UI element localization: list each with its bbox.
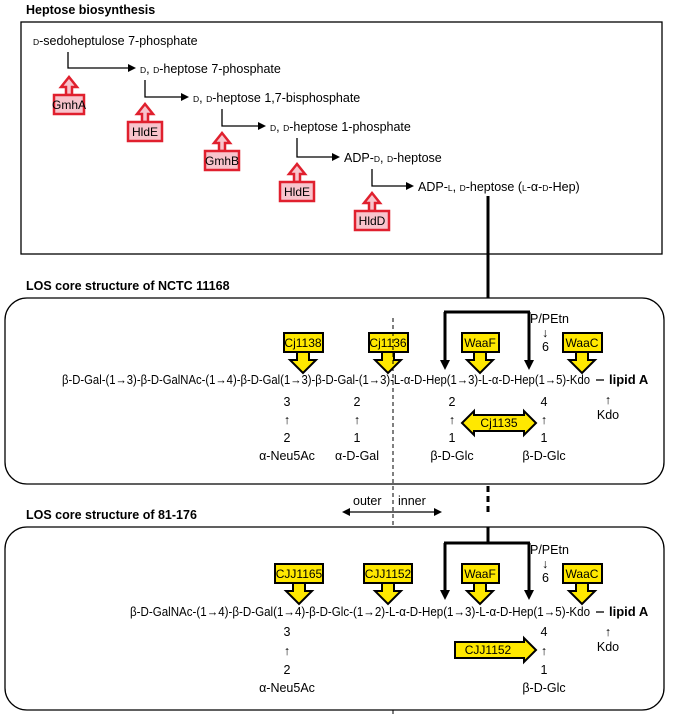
enzyme-gmhb: GmhB [203,130,241,172]
outer-label: outer [353,494,382,508]
svg-text:2: 2 [449,395,456,409]
svg-text:↑: ↑ [354,413,360,427]
enzyme-gmhb-box [203,149,241,172]
nctc-title: LOS core structure of NCTC 11168 [26,279,230,293]
nctc-branch-gal: 2 ↑ 1 α-D-Gal [335,395,379,463]
heptose-step-3: D, D-heptose 1-phosphate [270,120,411,134]
enzyme-hlde-2-label: HldE [284,185,310,199]
heptose-title: Heptose biosynthesis [26,3,155,17]
svg-text:4: 4 [541,625,548,639]
nctc-kdo-branch: Kdo [597,408,619,422]
s81-lipid-a: lipid A [609,604,649,619]
enzyme-hldd-box [353,209,391,232]
svg-text:↑: ↑ [449,413,455,427]
enzyme-waac-81: WaaC [562,563,603,606]
svg-text:1: 1 [449,431,456,445]
enzyme-cjj1165: CJJ1165 [274,563,324,606]
enzyme-waaf-81-label: WaaF [464,567,496,581]
s81-pe-label: P/PEtn [530,543,569,557]
svg-text:2: 2 [284,663,291,677]
enzyme-hlde-2-box [278,180,316,203]
enzyme-hldd-label: HldD [359,214,386,228]
heptose-frame [20,21,663,255]
enzyme-waac-nctc: WaaC [562,332,603,375]
enzyme-waac-nctc-label: WaaC [566,336,599,350]
enzyme-hlde-1-box [126,120,164,143]
s81-title: LOS core structure of 81-176 [26,508,197,522]
enzyme-waaf-nctc: WaaF [461,332,500,375]
s81-pe-arrow: ↓ [542,557,548,571]
enzyme-cjj1152-side: CJJ1152 [454,635,538,665]
enzyme-waaf-81: WaaF [461,563,500,606]
enzyme-gmha: GmhA [52,74,86,116]
enzyme-cj1135-label: Cj1135 [480,416,517,430]
svg-text:1: 1 [541,663,548,677]
svg-text:1: 1 [354,431,361,445]
enzyme-cj1138-label: Cj1138 [284,336,321,350]
enzyme-gmhb-label: GmhB [205,154,239,168]
enzyme-cjj1152-side-label: CJJ1152 [465,643,512,657]
enzyme-waac-81-label: WaaC [566,567,599,581]
svg-text:α-Neu5Ac: α-Neu5Ac [259,449,315,463]
heptose-step-1: D, D-heptose 7-phosphate [140,62,281,76]
heptose-step-0: D-sedoheptulose 7-phosphate [33,34,198,48]
svg-text:3: 3 [284,395,291,409]
svg-text:↑: ↑ [541,413,547,427]
s81-hep-bracket [440,527,534,600]
svg-text:4: 4 [541,395,548,409]
svg-text:↑: ↑ [284,413,290,427]
enzyme-hlde-2: HldE [278,161,316,203]
heptose-step-2: D, D-heptose 1,7-bisphosphate [193,91,360,105]
nctc-branch-neu5ac: 3 ↑ 2 α-Neu5Ac [259,395,315,463]
enzyme-cj1135: Cj1135 [460,408,538,438]
s81-branch-neu5ac: 3 ↑ 2 α-Neu5Ac [259,625,315,695]
heptose-step-5: ADP-L, D-heptose (L-α-D-Hep) [418,180,580,194]
svg-text:↑: ↑ [284,644,290,658]
svg-text:2: 2 [354,395,361,409]
enzyme-cjj1152-top: CJJ1152 [363,563,413,606]
outer-inner-arrow [342,508,442,516]
enzyme-hlde-1: HldE [126,101,164,143]
s81-chain: β-D-GalNAc-(1→4)-β-D-Gal(1→4)-β-D-Glc-(1… [130,605,590,619]
svg-text:3: 3 [284,625,291,639]
enzyme-cj1136: Cj1136 [368,332,409,375]
nctc-kdo-arrow: ↑ [605,393,611,407]
s81-kdo-arrow: ↑ [605,625,611,639]
nctc-hep-bracket [440,310,534,370]
svg-text:β-D-Glc: β-D-Glc [522,681,565,695]
nctc-pe-arrow: ↓ [542,326,548,340]
svg-text:α-Neu5Ac: α-Neu5Ac [259,681,315,695]
s81-kdo-branch: Kdo [597,640,619,654]
enzyme-gmha-box [52,93,86,116]
s81-branch-glc: 4 ↑ 1 β-D-Glc [522,625,565,695]
enzyme-cjj1165-label: CJJ1165 [276,567,323,581]
svg-text:α-D-Gal: α-D-Gal [335,449,379,463]
nctc-branch-glc-2: 4 ↑ 1 β-D-Glc [522,395,565,463]
svg-text:β-D-Glc: β-D-Glc [430,449,473,463]
heptose-step-4: ADP-D, D-heptose [344,151,442,165]
nctc-chain: β-D-Gal-(1→3)-β-D-GalNAc-(1→4)-β-D-Gal(1… [62,373,590,387]
enzyme-cj1138: Cj1138 [283,332,324,375]
svg-text:↑: ↑ [541,644,547,658]
inner-label: inner [398,494,426,508]
enzyme-hlde-1-label: HldE [132,125,158,139]
enzyme-waaf-nctc-label: WaaF [464,336,496,350]
nctc-branch-glc-1: 2 ↑ 1 β-D-Glc [430,395,473,463]
enzyme-hldd: HldD [353,190,391,232]
nctc-pe-position: 6 [542,340,549,354]
nctc-lipid-a: lipid A [609,372,649,387]
enzyme-gmha-label: GmhA [52,98,86,112]
enzyme-cj1136-label: Cj1136 [369,336,406,350]
nctc-pe-label: P/PEtn [530,312,569,326]
enzyme-cjj1152-top-label: CJJ1152 [365,567,412,581]
svg-text:1: 1 [541,431,548,445]
svg-text:β-D-Glc: β-D-Glc [522,449,565,463]
heptose-step-arrows [67,52,414,190]
svg-text:2: 2 [284,431,291,445]
s81-pe-position: 6 [542,571,549,585]
